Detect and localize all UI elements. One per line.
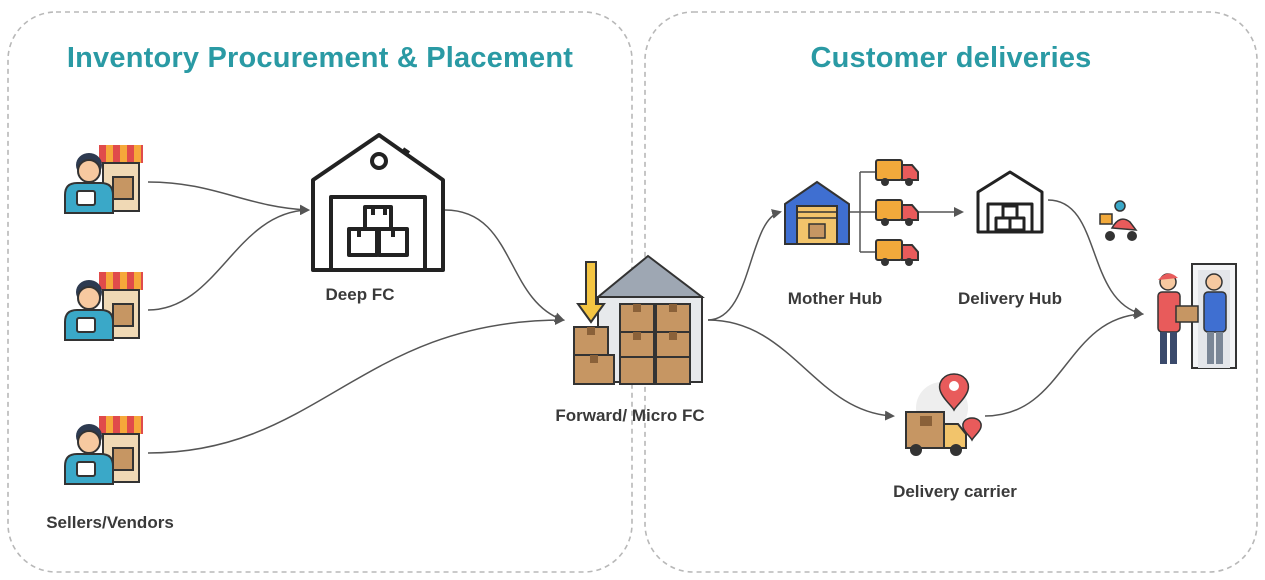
- small-warehouse-icon: [976, 170, 1044, 234]
- delivery-truck-icon: [875, 199, 919, 227]
- blue-warehouse-icon: [784, 180, 850, 245]
- connector-deepfc-forwardfc: [444, 209, 565, 323]
- warehouse-outline-icon: [311, 133, 445, 272]
- delivery-carrier-label: Delivery carrier: [893, 482, 1017, 501]
- procurement-section-title: Inventory Procurement & Placement: [66, 42, 574, 74]
- delivery-truck-icon: [875, 159, 919, 187]
- connector-forwardfc-motherhub: [707, 209, 782, 321]
- connector-seller3-forwardfc: [147, 315, 565, 454]
- connector-hub-bracket: [850, 171, 876, 253]
- connector-carrier-customer: [984, 309, 1144, 417]
- doorstep-handover-icon: [1157, 263, 1237, 369]
- connector-seller1-deepfc: [147, 181, 310, 215]
- connector-seller2-deepfc: [147, 205, 310, 311]
- warehouse-boxes-icon: [573, 254, 705, 385]
- connector-deliveryhub-customer: [1047, 199, 1144, 317]
- mother-hub-label: Mother Hub: [787, 289, 883, 308]
- procurement-panel: [7, 11, 633, 573]
- sellers-vendors-label: Sellers/Vendors: [46, 513, 174, 532]
- seller-shop-icon: [64, 271, 144, 341]
- scooter-courier-icon: [1099, 200, 1138, 241]
- connector-forwardfc-carrier: [707, 319, 895, 421]
- seller-shop-icon: [64, 144, 144, 214]
- forward-fc-label: Forward/ Micro FC: [555, 406, 705, 425]
- seller-shop-icon: [64, 415, 144, 485]
- deep-fc-label: Deep FC: [325, 285, 395, 304]
- delivery-truck-icon: [875, 239, 919, 267]
- delivery-hub-label: Delivery Hub: [958, 289, 1062, 308]
- deliveries-section-title: Customer deliveries: [810, 42, 1092, 74]
- delivery-truck-pin-icon: [905, 373, 982, 456]
